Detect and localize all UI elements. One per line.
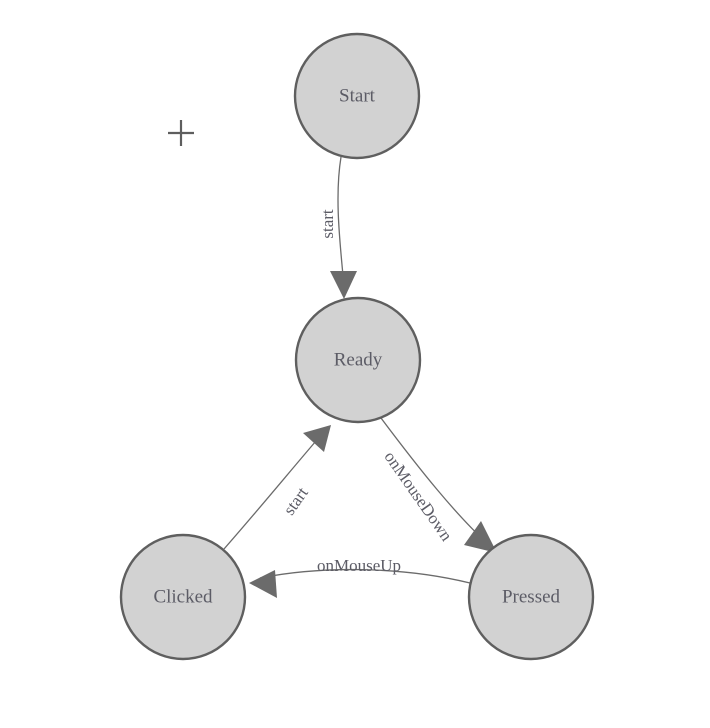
state-node-ready[interactable]: Ready [294,296,422,424]
node-circle[interactable] [467,533,595,661]
edge-pressed-to-clicked[interactable]: onMouseUp [249,556,471,598]
arrowhead-icon [330,271,357,299]
edge-label[interactable]: onMouseDown [380,448,456,545]
edge-clicked-to-ready[interactable]: start [223,425,331,550]
edge-line [337,156,345,288]
state-node-clicked[interactable]: Clicked [119,533,247,661]
crosshair-cursor [168,120,194,146]
arrowhead-icon [303,425,331,452]
arrowhead-icon [249,570,277,598]
edge-label[interactable]: onMouseUp [317,556,401,575]
edge-line [223,433,323,550]
cursor-layer [168,120,194,146]
node-circle[interactable] [293,32,421,160]
node-circle[interactable] [119,533,247,661]
node-circle[interactable] [294,296,422,424]
arrowhead-icon [464,521,497,553]
state-node-start[interactable]: Start [293,32,421,160]
edge-label[interactable]: start [318,209,337,239]
edge-ready-to-pressed[interactable]: onMouseDown [380,417,497,553]
edge-label[interactable]: start [280,483,313,518]
state-node-pressed[interactable]: Pressed [467,533,595,661]
edge-line [259,568,471,584]
edge-start-to-ready[interactable]: start [318,156,357,299]
